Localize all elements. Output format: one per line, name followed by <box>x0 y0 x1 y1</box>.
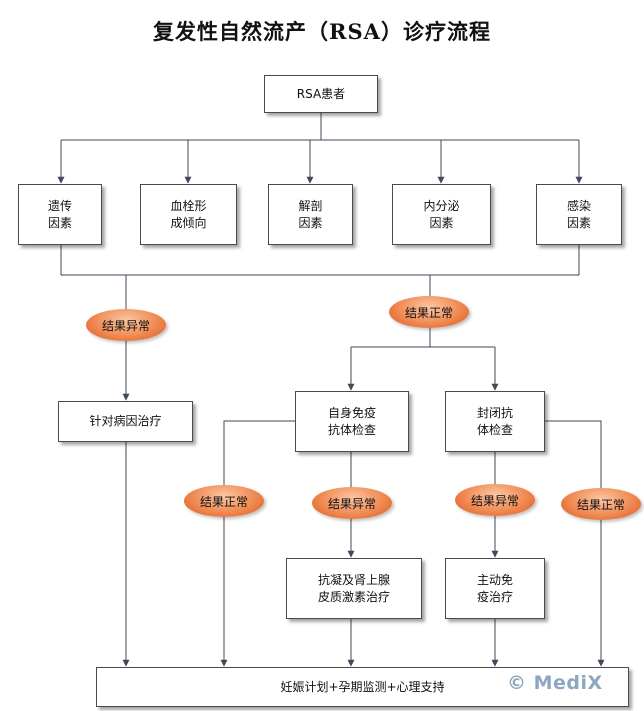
node-anticoag-treatment: 抗凝及肾上腺 皮质激素治疗 <box>286 558 422 619</box>
node-infection-factor: 感染 因素 <box>536 184 622 245</box>
node-anatomy-factor: 解剖 因素 <box>268 184 353 245</box>
node-targeted-treatment-label: 针对病因治疗 <box>89 414 162 428</box>
result-abnormal-left: 结果异常 <box>86 309 166 341</box>
node-active-immune-treatment: 主动免 疫治疗 <box>445 558 545 619</box>
watermark-logo: © MediX <box>507 672 603 694</box>
node-genetic-factor-label: 遗传 因素 <box>47 198 72 230</box>
result-abnormal-autoimmune-label: 结果异常 <box>327 496 376 511</box>
result-normal-autoimmune-label: 结果正常 <box>199 494 248 509</box>
node-endocrine-factor: 内分泌 因素 <box>392 184 491 245</box>
result-abnormal-blocking: 结果异常 <box>455 484 535 516</box>
result-normal-top-label: 结果正常 <box>404 305 453 320</box>
connector-autoimmune-normal <box>220 420 295 667</box>
node-thrombophilia-factor-label: 血栓形 成倾向 <box>170 198 207 230</box>
result-normal-blocking-label: 结果正常 <box>576 497 625 512</box>
node-active-immune-treatment-label: 主动免 疫治疗 <box>476 572 513 604</box>
connector-blocking-normal <box>545 420 605 667</box>
node-thrombophilia-factor: 血栓形 成倾向 <box>140 184 237 245</box>
node-anatomy-factor-label: 解剖 因素 <box>298 198 323 230</box>
node-pregnancy-plan: 妊娠计划+孕期监测+心理支持 <box>96 667 629 707</box>
result-normal-autoimmune: 结果正常 <box>184 485 264 517</box>
node-infection-factor-label: 感染 因素 <box>566 198 591 230</box>
node-pregnancy-plan-label: 妊娠计划+孕期监测+心理支持 <box>280 679 445 694</box>
result-abnormal-autoimmune: 结果异常 <box>312 487 392 519</box>
node-autoimmune-test-label: 自身免疫 抗体检查 <box>327 405 376 437</box>
node-autoimmune-test: 自身免疫 抗体检查 <box>295 391 409 452</box>
node-blocking-antibody-test: 封闭抗 体检查 <box>445 391 545 452</box>
node-genetic-factor: 遗传 因素 <box>18 184 102 245</box>
result-abnormal-blocking-label: 结果异常 <box>470 493 519 508</box>
node-blocking-antibody-test-label: 封闭抗 体检查 <box>476 405 513 437</box>
result-normal-top: 结果正常 <box>389 296 469 328</box>
page-title: 复发性自然流产（RSA）诊疗流程 <box>153 19 491 44</box>
node-endocrine-factor-label: 内分泌 因素 <box>423 198 460 230</box>
node-anticoag-treatment-label: 抗凝及肾上腺 皮质激素治疗 <box>317 572 390 604</box>
node-rsa-patient: RSA患者 <box>264 75 378 113</box>
result-normal-blocking: 结果正常 <box>561 488 641 520</box>
node-targeted-treatment: 针对病因治疗 <box>58 401 193 442</box>
result-abnormal-left-label: 结果异常 <box>101 318 150 333</box>
node-rsa-patient-label: RSA患者 <box>296 86 346 101</box>
